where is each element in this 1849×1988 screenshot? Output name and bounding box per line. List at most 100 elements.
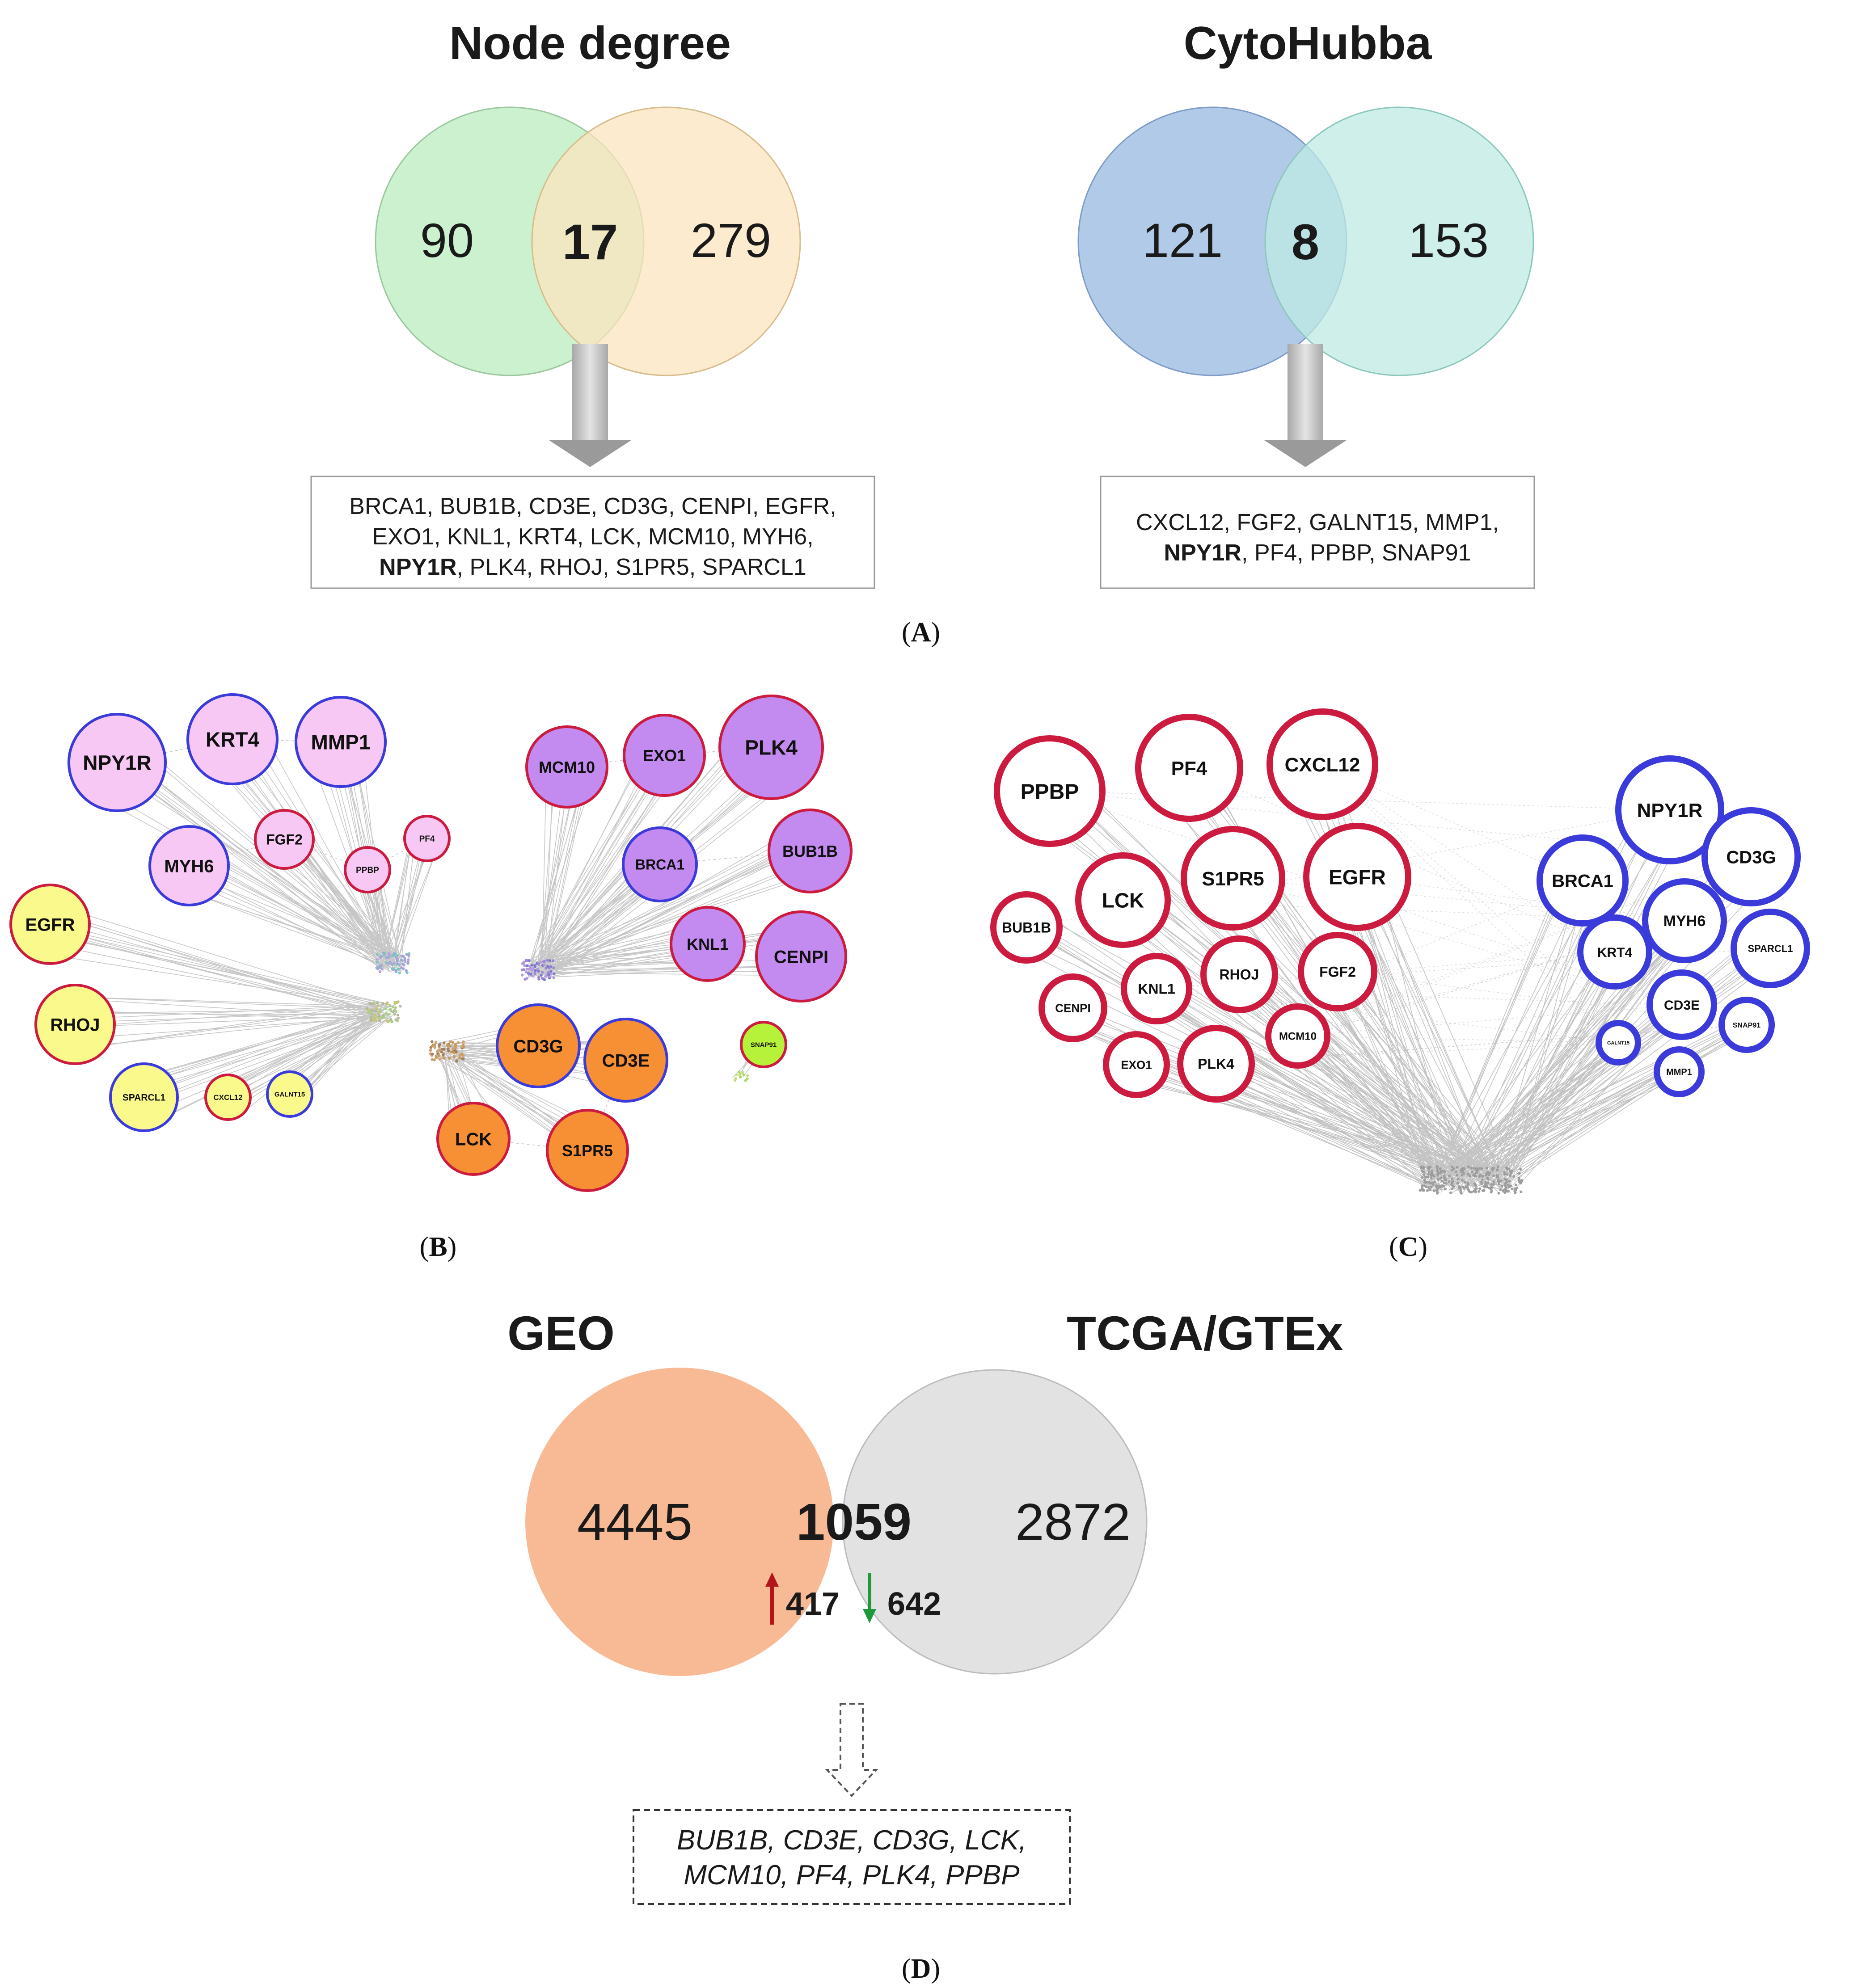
node-b-cxcl12: CXCL12: [204, 1074, 252, 1121]
cluster-node: [1456, 1166, 1459, 1169]
node-label: PPBP: [356, 866, 379, 875]
node-circle: [1718, 997, 1775, 1053]
cluster-node: [391, 954, 394, 958]
geo-only-count: 4445: [577, 1493, 692, 1551]
cluster-node: [1507, 1167, 1510, 1171]
cluster-node: [375, 1007, 378, 1010]
node-circle: [68, 713, 167, 812]
cluster-node: [393, 1013, 396, 1016]
network-edge: [60, 1015, 378, 1050]
venn-cytohubba: CytoHubba 121 8 153 CXCL12, FGF2, GALNT1…: [1077, 17, 1535, 589]
node-label: NPY1R: [83, 751, 151, 775]
cluster-node: [1439, 1177, 1442, 1180]
network-edge: [539, 868, 642, 971]
node-circle: [1303, 823, 1411, 931]
cluster-node: [1443, 1181, 1446, 1184]
network-edge: [1363, 880, 1489, 1177]
node-label: SPARCL1: [122, 1093, 166, 1103]
cluster-node: [368, 1002, 371, 1005]
cluster-node: [1488, 1171, 1491, 1174]
cluster-node: [449, 1050, 453, 1054]
network-edge: [1467, 881, 1604, 1168]
cluster-node: [395, 956, 399, 960]
node-label: BRCA1: [1552, 871, 1613, 891]
node-c-knl1: KNL1: [1121, 953, 1192, 1024]
network-edge: [537, 781, 652, 965]
network-edge: [535, 972, 775, 976]
cluster-node: [396, 960, 399, 963]
node-circle: [755, 910, 847, 1002]
network-edge: [1444, 1049, 1610, 1169]
network-edge: [1322, 764, 1682, 1005]
cluster-node: [446, 1044, 449, 1047]
cluster-node: [1513, 1187, 1516, 1190]
cluster-node: [1506, 1190, 1509, 1193]
network-edge: [1439, 1004, 1690, 1172]
cluster-node: [431, 1045, 434, 1048]
cluster-node: [1513, 1190, 1516, 1193]
network-edge: [178, 888, 395, 962]
cluster-node: [376, 957, 379, 961]
cluster-node: [1486, 1167, 1489, 1170]
cytohubba-genes-bold: NPY1R: [1164, 540, 1241, 566]
node-circle: [1596, 1020, 1641, 1066]
cluster-node: [447, 1049, 450, 1053]
network-edge: [1490, 1045, 1629, 1188]
network-edge: [1322, 764, 1619, 1043]
network-edge: [301, 844, 400, 967]
cluster-node: [383, 952, 386, 955]
network-edge: [529, 781, 593, 967]
network-edge: [43, 901, 384, 1008]
network-edge: [384, 830, 412, 960]
cluster-node: [400, 954, 403, 958]
node-circle: [9, 884, 91, 965]
cluster-node: [746, 1074, 749, 1077]
cluster-node: [1480, 1167, 1483, 1170]
node-label: CD3E: [1664, 998, 1700, 1013]
node-degree-genes-line-1: BRCA1, BUB1B, CD3E, CD3G, CENPI, EGFR,: [349, 493, 836, 519]
node-circle: [1298, 932, 1377, 1011]
network-edge: [150, 1012, 393, 1081]
node-b-mcm10: MCM10: [525, 725, 608, 809]
cluster-node: [388, 1004, 392, 1007]
network-edge: [1464, 1058, 1692, 1184]
cluster-node: [378, 966, 381, 969]
network-edge: [22, 950, 387, 1008]
cluster-node: [399, 1005, 402, 1008]
node-c-rhoj: RHOJ: [1200, 935, 1278, 1013]
overlap-genes-line-2: MCM10, PF4, PLK4, PPBP: [684, 1860, 1019, 1891]
cytohubba-gene-box: [1100, 476, 1535, 589]
network-edge: [300, 1005, 380, 1097]
cluster-node: [393, 1008, 396, 1012]
node-degree-genes-line-3: NPY1R, PLK4, RHOJ, S1PR5, SPARCL1: [379, 554, 806, 580]
cluster-node: [543, 963, 546, 966]
network-edge: [1439, 891, 1564, 1171]
cluster-node: [384, 1007, 387, 1011]
cluster-node: [1430, 1177, 1433, 1180]
cluster-node: [537, 963, 540, 966]
node-b-sparcl1: SPARCL1: [109, 1062, 179, 1132]
cluster-node: [1499, 1179, 1503, 1182]
cluster-node: [520, 968, 524, 972]
network-edge: [1444, 1014, 1760, 1175]
node-label: RHOJ: [50, 1015, 100, 1035]
cluster-node: [524, 970, 528, 973]
network-edge: [543, 856, 635, 962]
cluster-node: [443, 1048, 446, 1051]
network-edge: [1337, 971, 1747, 1025]
cluster-node: [1420, 1167, 1423, 1170]
cluster-node: [1423, 1184, 1426, 1187]
cluster-node: [543, 978, 546, 981]
network-edge: [1144, 980, 1508, 1183]
node-label: RHOJ: [1220, 967, 1259, 983]
cluster-node: [458, 1056, 461, 1059]
network-edge: [287, 1014, 386, 1082]
network-edge: [393, 846, 439, 971]
cluster-node: [438, 1057, 441, 1061]
network-edge: [1297, 1004, 1682, 1036]
cluster-node: [523, 960, 526, 964]
cluster-node: [530, 969, 534, 972]
node-label: GALNT15: [1607, 1040, 1629, 1046]
node-circle: [254, 809, 315, 870]
node-circle: [623, 714, 706, 797]
